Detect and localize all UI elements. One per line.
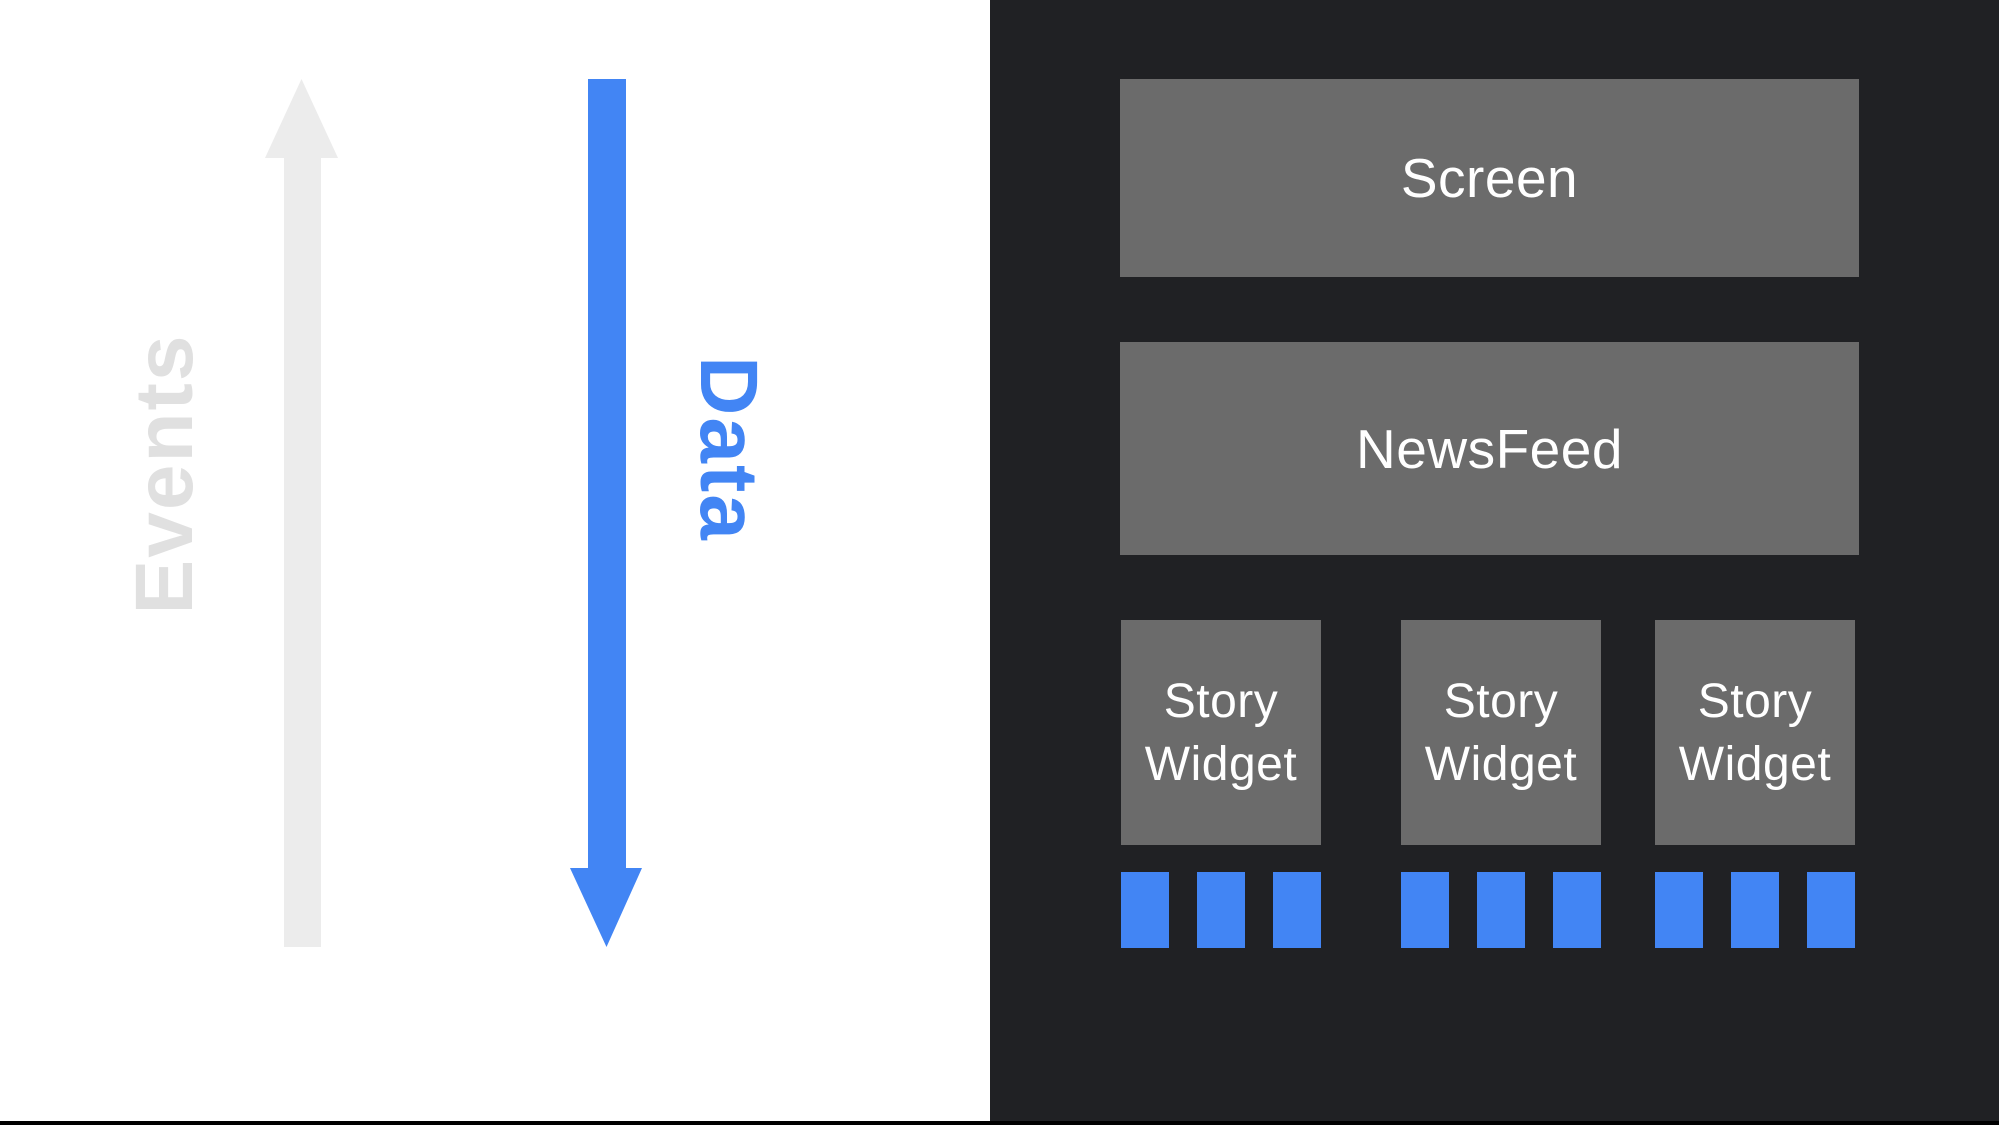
data-item-square (1401, 872, 1449, 948)
story-widget-box: Story Widget (1401, 620, 1601, 845)
data-down-arrow-icon (570, 79, 642, 947)
screen-box-label: Screen (1400, 147, 1579, 209)
data-item-square (1197, 872, 1245, 948)
story-widget-box: Story Widget (1655, 620, 1855, 845)
events-up-arrow-icon (265, 79, 338, 947)
widget-tree-panel: Screen NewsFeed Story Widget Story Widge… (990, 0, 1999, 1125)
data-item-square (1553, 872, 1601, 948)
data-item-square (1655, 872, 1703, 948)
data-item-square (1477, 872, 1525, 948)
events-label: Events (119, 333, 210, 615)
story-widget-label: Story Widget (1144, 674, 1298, 791)
story-widget-label: Story Widget (1678, 674, 1832, 791)
newsfeed-box-label: NewsFeed (1356, 417, 1623, 480)
story-widget-label: Story Widget (1424, 674, 1578, 791)
story-data-squares (1121, 872, 1321, 948)
data-label: Data (683, 356, 774, 542)
data-item-square (1273, 872, 1321, 948)
data-item-square (1121, 872, 1169, 948)
data-item-square (1807, 872, 1855, 948)
newsfeed-box: NewsFeed (1120, 342, 1859, 555)
story-widget-box: Story Widget (1121, 620, 1321, 845)
bottom-border-strip (0, 1121, 1999, 1125)
data-item-square (1731, 872, 1779, 948)
story-data-squares (1401, 872, 1601, 948)
story-data-squares (1655, 872, 1855, 948)
screen-box: Screen (1120, 79, 1859, 277)
